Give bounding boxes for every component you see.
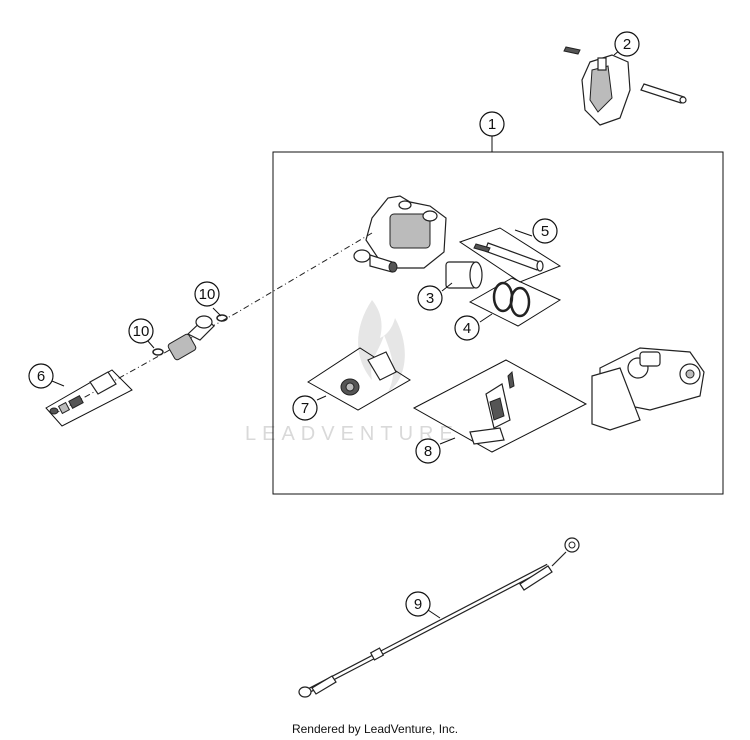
- callout-4-leader: [479, 313, 493, 323]
- callout-8: 8: [415, 438, 441, 464]
- watermark-text: LEADVENTURE: [245, 423, 459, 445]
- part-4-seal-rings: [492, 281, 531, 318]
- callout-4: 4: [454, 315, 480, 341]
- callout-9: 9: [405, 591, 431, 617]
- part-7-panel: [307, 347, 411, 411]
- watermark-flame-icon: [358, 300, 405, 392]
- callout-7: 7: [292, 395, 318, 421]
- callout-7-leader: [316, 395, 327, 401]
- callout-8-label: 8: [424, 443, 432, 460]
- callout-10b: 10: [128, 318, 154, 344]
- callout-10b-label: 10: [133, 323, 150, 340]
- callout-6-label: 6: [37, 368, 45, 385]
- part-8-panel: [412, 359, 588, 453]
- watermark: LEADVENTURE: [245, 300, 459, 445]
- callout-7-label: 7: [301, 400, 309, 417]
- part-5-panel: [458, 227, 562, 283]
- callout-3-leader: [441, 282, 453, 292]
- footer-credit: Rendered by LeadVenture, Inc.: [291, 722, 459, 736]
- callout-9-leader: [427, 609, 441, 619]
- callout-2: 2: [614, 31, 640, 57]
- callout-8-leader: [439, 437, 456, 445]
- callout-10a-leader: [212, 307, 222, 317]
- callout-10a: 10: [194, 281, 220, 307]
- callout-5-leader: [514, 229, 533, 237]
- part-10-washer-upper: [216, 314, 228, 322]
- part-6-bleeder-screw: [49, 371, 117, 415]
- callout-3: 3: [417, 285, 443, 311]
- part-7-pin-boot: [340, 351, 397, 396]
- callout-2-label: 2: [623, 36, 631, 53]
- callout-9-label: 9: [414, 596, 422, 613]
- part-1-brake-caliper: [353, 195, 447, 273]
- callout-5: 5: [532, 218, 558, 244]
- callout-6-leader: [51, 380, 65, 387]
- part-10-washer-lower: [152, 348, 164, 356]
- callout-1-label: 1: [488, 116, 496, 133]
- callout-3-label: 3: [426, 290, 434, 307]
- callout-5-label: 5: [541, 223, 549, 240]
- part-9-brake-line: [298, 537, 580, 698]
- caliper-kit-panel: [272, 151, 724, 495]
- callout-6: 6: [28, 363, 54, 389]
- part-3-piston: [445, 261, 483, 289]
- callout-4-label: 4: [463, 320, 471, 337]
- caliper-bracket-assembly: [591, 347, 705, 431]
- callout-10a-label: 10: [199, 286, 216, 303]
- callout-1: 1: [479, 111, 505, 137]
- part-5-guide-pin: [473, 242, 544, 272]
- part-4-panel: [468, 277, 562, 327]
- part-8-brake-pads: [469, 370, 515, 445]
- part-2-carrier-bracket: [563, 46, 687, 126]
- banjo-fitting: [167, 315, 215, 361]
